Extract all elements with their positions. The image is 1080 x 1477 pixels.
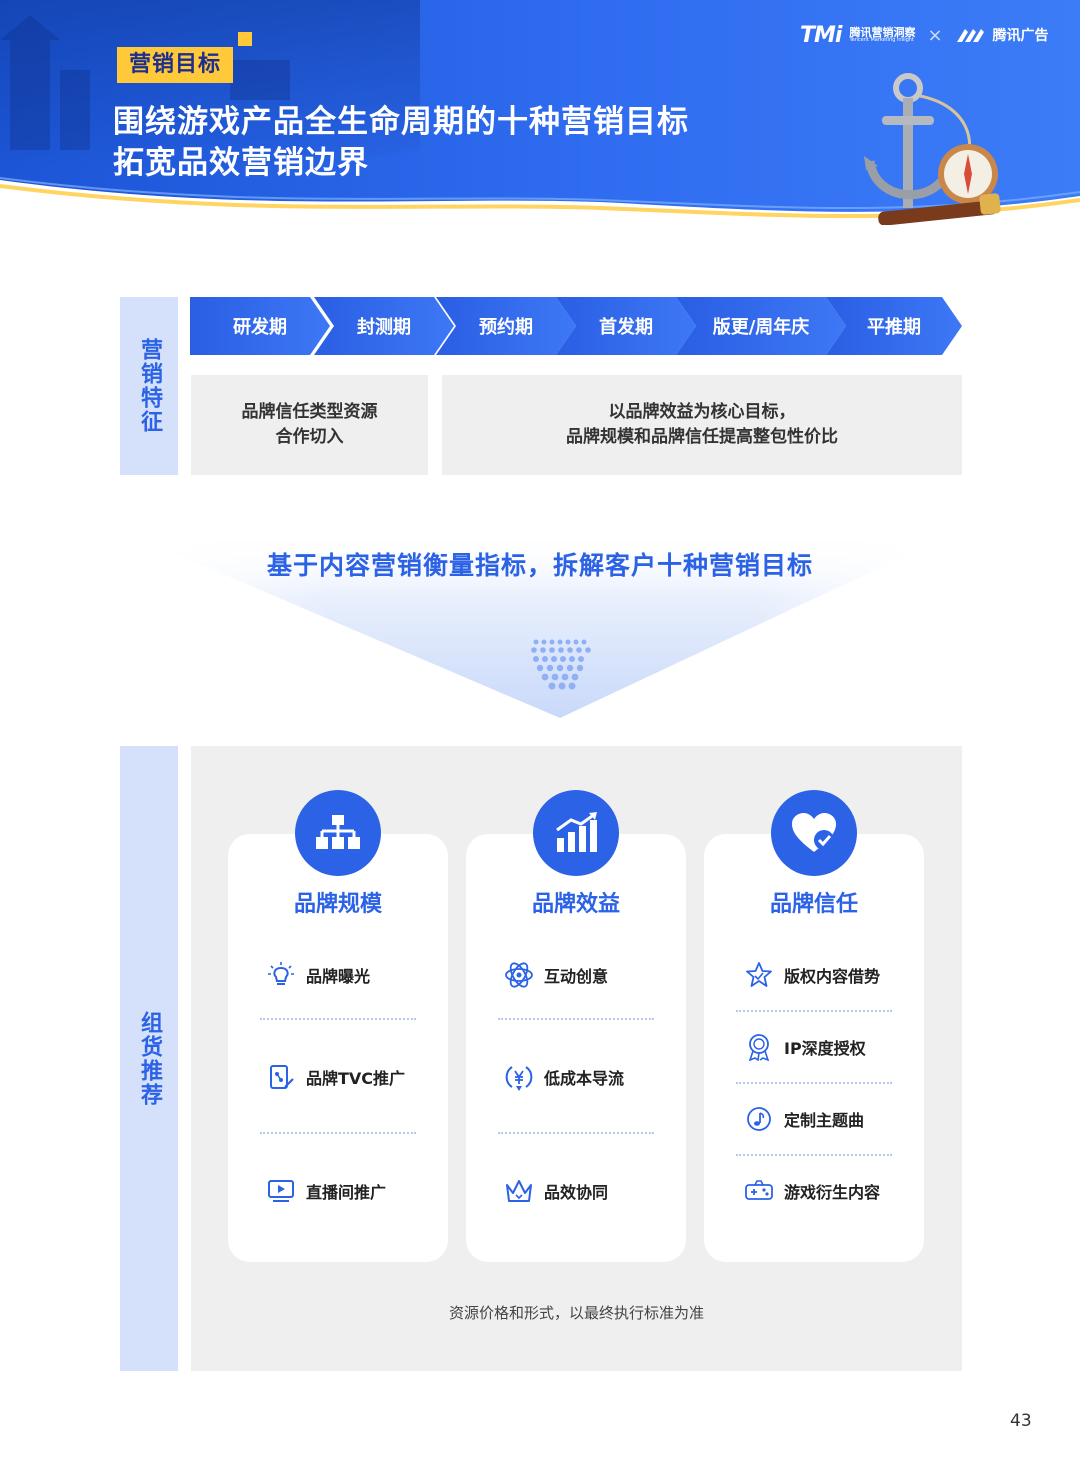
card-title-brand-effect: 品牌效益 <box>531 892 620 917</box>
card-title-brand-scale: 品牌规模 <box>293 892 382 917</box>
list-item-brand-performance: 品效协同 <box>504 1174 608 1208</box>
stage-launch: 首发期 <box>556 297 696 355</box>
divider <box>736 1082 892 1084</box>
stage-steady: 平推期 <box>826 297 962 355</box>
list-item-brand-tvc: 品牌TVC推广 <box>266 1060 405 1094</box>
stage-arrow-bg <box>826 297 962 355</box>
list-item-interactive-creative: 互动创意 <box>504 958 608 992</box>
list-item-brand-exposure: 品牌曝光 <box>266 958 370 992</box>
feature-box-early: 品牌信任类型资源 合作切入 <box>191 375 428 475</box>
divider <box>736 1154 892 1156</box>
stage-arrow-bg <box>314 297 454 355</box>
stage-rnd: 研发期 <box>190 297 330 355</box>
stage-update-anniversary: 版更/周年庆 <box>676 297 846 355</box>
dot-arrow-icon <box>531 639 591 690</box>
list-item-livestream-promo: 直播间推广 <box>266 1174 386 1208</box>
stage-arrow-bg <box>436 297 576 355</box>
gamepad-icon <box>744 1176 774 1206</box>
monitor-play-icon <box>266 1176 296 1206</box>
list-item-low-cost-traffic: 低成本导流 <box>504 1060 624 1094</box>
divider <box>498 1132 654 1134</box>
divider <box>260 1018 416 1020</box>
tencent-ads-logo-icon <box>956 29 984 42</box>
list-item-derivative-content: 游戏衍生内容 <box>744 1174 880 1208</box>
heart-check-icon <box>771 790 857 876</box>
tmi-logo: TMi <box>800 22 842 48</box>
brand-logos: TMi 腾讯营销洞察 Tencent Marketing Insight × 腾… <box>800 22 1049 48</box>
divider <box>736 1010 892 1012</box>
stage-preorder: 预约期 <box>436 297 576 355</box>
footnote: 资源价格和形式，以最终执行标准为准 <box>448 1304 704 1322</box>
funnel-heading: 基于内容营销衡量指标，拆解客户十种营销目标 <box>266 551 813 580</box>
card-title-brand-trust: 品牌信任 <box>769 892 858 917</box>
list-item-theme-song: 定制主题曲 <box>744 1102 864 1136</box>
crown-icon <box>504 1176 534 1206</box>
divider <box>260 1132 416 1134</box>
stage-arrow-bg <box>190 297 330 355</box>
stage-arrow-bg <box>556 297 696 355</box>
section-tag: 营销目标 <box>117 47 234 83</box>
atom-icon <box>504 960 534 990</box>
page-title-line2: 拓宽品效营销边界 <box>113 145 369 181</box>
list-item-copyright-content: 版权内容借势 <box>744 958 880 992</box>
tmi-logo-text: 腾讯营销洞察 Tencent Marketing Insight <box>849 26 916 43</box>
hierarchy-icon <box>295 790 381 876</box>
divider <box>498 1018 654 1020</box>
list-item-ip-license: IP深度授权 <box>744 1030 866 1064</box>
anchor-compass-illustration <box>864 73 1001 225</box>
page-title-line1: 围绕游戏产品全生命周期的十种营销目标 <box>113 104 689 140</box>
video-edit-icon <box>266 1062 296 1092</box>
card-brand-effect <box>466 834 686 1262</box>
stage-arrow-bg <box>676 297 846 355</box>
card-brand-trust <box>704 834 924 1262</box>
header-banner: 营销目标 围绕游戏产品全生命周期的十种营销目标 拓宽品效营销边界 TMi 腾讯营… <box>0 0 1080 225</box>
page-number: 43 <box>1010 1411 1032 1431</box>
lightbulb-icon <box>266 960 296 990</box>
bundle-recommend-label: 组货推荐 <box>120 746 178 1371</box>
star-icon <box>744 960 774 990</box>
lifecycle-stages: 研发期 封测期 预约期 首发期 版更/周年庆 平推期 <box>190 297 962 355</box>
yen-arrow-icon <box>504 1062 534 1092</box>
badge-icon <box>744 1032 774 1062</box>
tag-corner-decoration <box>238 32 252 46</box>
logo-separator: × <box>927 24 943 46</box>
marketing-features-label: 营销特征 <box>120 297 178 475</box>
bar-chart-icon <box>533 790 619 876</box>
music-icon <box>744 1104 774 1134</box>
stage-closed-beta: 封测期 <box>314 297 454 355</box>
tencent-ads-logo: 腾讯广告 <box>992 28 1049 44</box>
feature-box-later: 以品牌效益为核心目标， 品牌规模和品牌信任提高整包性价比 <box>442 375 962 475</box>
card-brand-scale <box>228 834 448 1262</box>
funnel-graphic <box>120 530 960 718</box>
